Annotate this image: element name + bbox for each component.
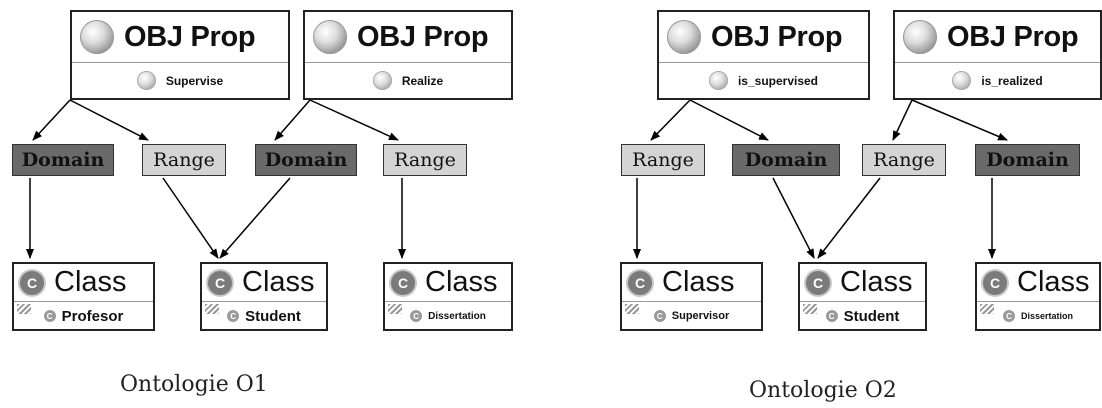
obj-prop-title: OBJ Prop xyxy=(357,20,489,53)
class-title: Class xyxy=(242,266,315,298)
edge-o1-domain-student xyxy=(219,177,291,259)
class-name: Supervisor xyxy=(671,310,730,322)
property-bulb-icon xyxy=(80,20,114,54)
class-c-icon: C xyxy=(43,310,56,322)
obj-prop-name: is_realized xyxy=(981,73,1043,88)
property-bulb-icon xyxy=(903,20,937,54)
o1-domain-tag-1[interactable]: Domain xyxy=(12,144,114,176)
o1-class-profesor[interactable]: C Class C Profesor xyxy=(12,262,155,331)
class-c-icon: C xyxy=(20,270,44,295)
class-c-icon: C xyxy=(410,310,423,322)
class-name: Dissertation xyxy=(428,310,486,322)
edge-o1-prop1-range xyxy=(69,99,149,141)
property-bulb-icon xyxy=(372,71,392,90)
o2-class-supervisor[interactable]: C Class C Supervisor xyxy=(620,262,763,331)
edge-o2-prop2-domain xyxy=(911,99,1008,141)
o2-obj-prop-is-realized[interactable]: OBJ Prop is_realized xyxy=(893,10,1102,100)
hatch-icon xyxy=(17,304,31,314)
hatch-icon xyxy=(388,304,402,314)
obj-prop-title: OBJ Prop xyxy=(124,20,256,53)
hatch-icon xyxy=(980,304,994,314)
obj-prop-title: OBJ Prop xyxy=(947,20,1079,53)
obj-prop-title: OBJ Prop xyxy=(711,20,843,53)
property-bulb-icon xyxy=(136,71,156,90)
edge-o2-prop2-range xyxy=(892,99,913,141)
class-name: Profesor xyxy=(61,307,124,325)
class-name: Dissertation xyxy=(1020,311,1073,321)
class-c-icon: C xyxy=(983,270,1007,295)
edge-o2-domain-student xyxy=(772,177,815,259)
o1-caption: Ontologie O1 xyxy=(120,372,268,397)
edge-o1-prop2-domain xyxy=(274,99,311,141)
edge-o2-prop1-range xyxy=(650,99,691,141)
hatch-icon xyxy=(625,304,639,314)
o2-obj-prop-is-supervised[interactable]: OBJ Prop is_supervised xyxy=(657,10,870,100)
property-bulb-icon xyxy=(952,71,972,90)
class-c-icon: C xyxy=(391,270,415,295)
o1-obj-prop-supervise[interactable]: OBJ Prop Supervise xyxy=(70,10,290,100)
class-title: Class xyxy=(54,266,127,298)
class-title: Class xyxy=(1017,266,1090,298)
obj-prop-name: Supervise xyxy=(165,73,224,88)
class-c-icon: C xyxy=(825,310,838,322)
class-c-icon: C xyxy=(653,310,666,322)
obj-prop-name: Realize xyxy=(401,73,444,88)
edge-o1-prop1-domain xyxy=(32,99,71,141)
o2-domain-tag-1[interactable]: Domain xyxy=(732,144,840,176)
o1-range-tag-2[interactable]: Range xyxy=(383,144,467,176)
property-bulb-icon xyxy=(313,20,347,54)
edge-o2-range-student xyxy=(817,177,881,259)
o1-obj-prop-realize[interactable]: OBJ Prop Realize xyxy=(303,10,513,100)
obj-prop-name: is_supervised xyxy=(737,73,819,88)
edge-o1-range-student xyxy=(162,177,219,259)
class-name: Student xyxy=(843,307,900,325)
hatch-icon xyxy=(205,304,219,314)
edge-o1-prop2-range xyxy=(309,99,399,141)
property-bulb-icon xyxy=(708,71,728,90)
o2-range-tag-2[interactable]: Range xyxy=(862,144,946,176)
property-bulb-icon xyxy=(667,20,701,54)
class-name: Student xyxy=(245,307,301,325)
edge-o2-prop1-domain xyxy=(689,99,769,141)
o2-range-tag-1[interactable]: Range xyxy=(621,144,705,176)
o2-caption: Ontologie O2 xyxy=(749,378,897,403)
class-c-icon: C xyxy=(1002,310,1015,322)
class-c-icon: C xyxy=(628,270,652,295)
class-c-icon: C xyxy=(208,270,232,295)
class-c-icon: C xyxy=(227,310,240,322)
hatch-icon xyxy=(803,304,817,314)
o1-range-tag-1[interactable]: Range xyxy=(142,144,226,176)
o1-domain-tag-2[interactable]: Domain xyxy=(255,144,357,176)
class-c-icon: C xyxy=(806,270,830,295)
class-title: Class xyxy=(662,266,735,298)
class-title: Class xyxy=(840,266,913,298)
class-title: Class xyxy=(425,266,498,298)
o2-domain-tag-2[interactable]: Domain xyxy=(975,144,1080,176)
